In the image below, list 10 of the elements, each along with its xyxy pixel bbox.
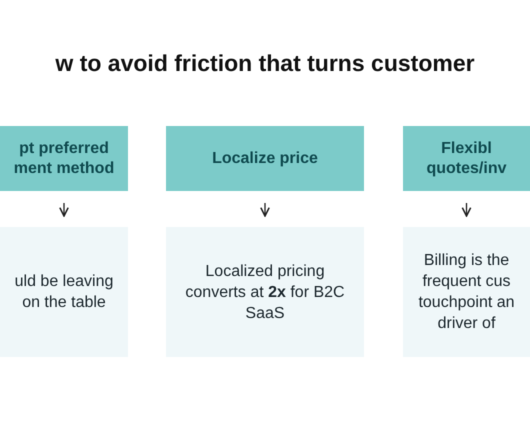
arrow (59, 203, 69, 217)
step-header-box: pt preferred ment method (0, 126, 128, 191)
step-detail-box: Localized pricing converts at 2x for B2C SaaS (166, 227, 364, 357)
arrow (462, 203, 472, 217)
step-detail-box: Billing is the frequent cus touchpoint an driver of (403, 227, 530, 357)
title: w to avoid friction that turns customer (54, 49, 476, 78)
arrow (260, 203, 270, 217)
step-detail-box: uld be leaving on the table (0, 227, 128, 357)
step-header-box: Localize price (166, 126, 364, 191)
step-header-box: Flexibl quotes/inv (403, 126, 530, 191)
